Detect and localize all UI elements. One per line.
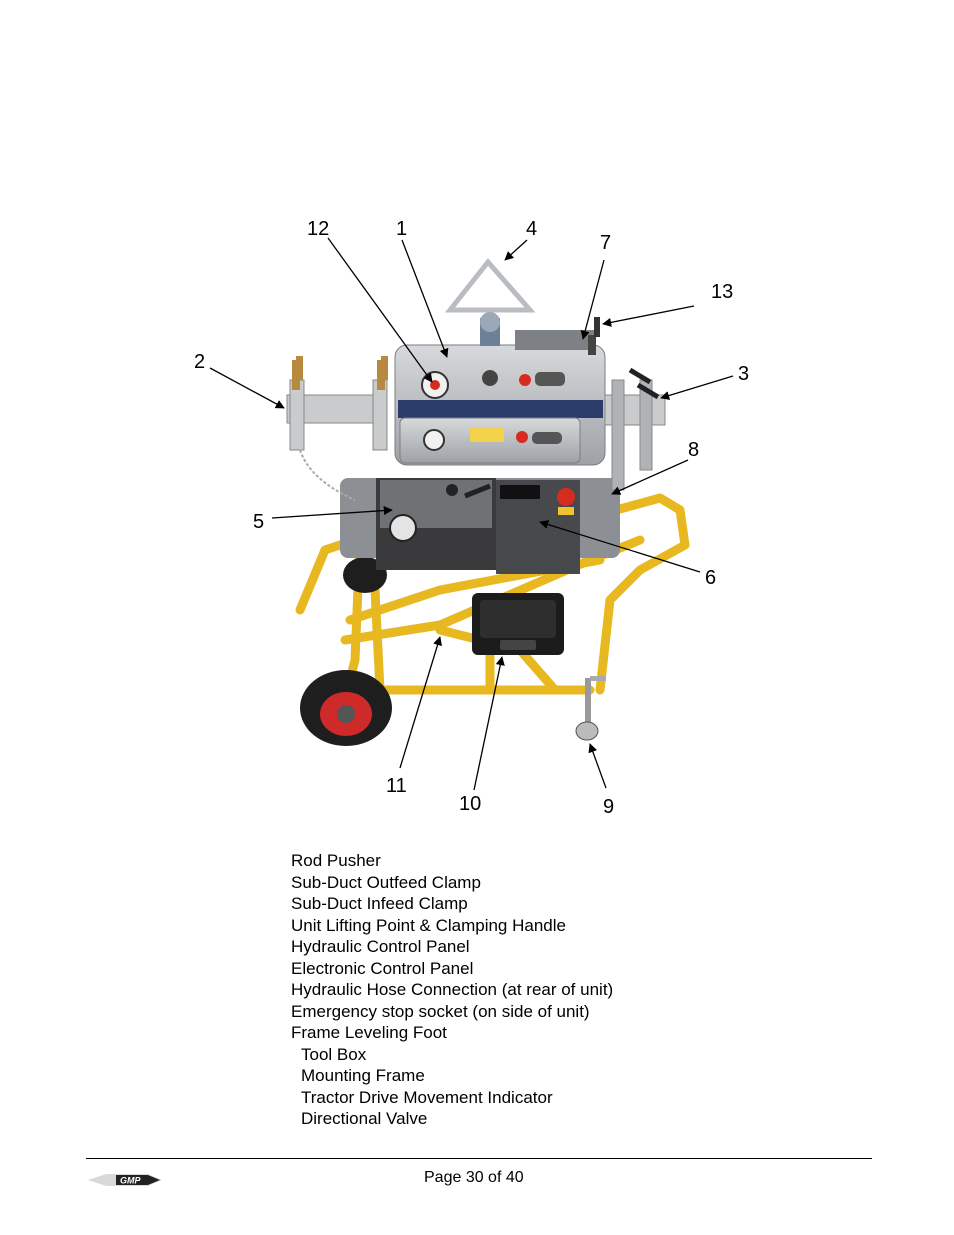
callout-11: 11 [386,775,407,797]
callout-4: 4 [526,218,538,240]
callout-7: 7 [600,232,612,254]
callout-9: 9 [603,796,615,818]
legend-item: Frame Leveling Foot [291,1023,447,1042]
base-unit [340,478,620,574]
callout-10: 10 [459,793,482,815]
callout-6: 6 [705,567,717,589]
legend-item: Tractor Drive Movement Indicator [301,1087,553,1107]
legend-item: Emergency stop socket (on side of unit) [291,1001,590,1021]
legend-item: Directional Valve [301,1109,428,1128]
legend-item: Unit Lifting Point & Clamping Handle [291,915,566,935]
legend-item: Sub-Duct Infeed Clamp [291,894,468,913]
callout-12: 12 [307,218,330,240]
leveling-foot [575,676,606,741]
legend-item: Tool Box [301,1044,367,1064]
callout-5: 5 [253,511,265,533]
legend-item: Sub-Duct Outfeed Clamp [291,872,481,892]
callout-13: 13 [711,281,734,303]
parts-legend: Rod Pusher Sub-Duct Outfeed Clamp Sub-Du… [291,850,613,1130]
legend-item: Rod Pusher [291,851,381,870]
tool-box [472,593,564,655]
footer-rule [86,1158,872,1159]
legend-item: Electronic Control Panel [291,958,474,978]
wheel [300,670,392,746]
callout-8: 8 [688,439,700,461]
rod-pusher-body [394,330,606,466]
logo-text: GMP [120,1176,141,1186]
page-number: Page 30 of 40 [424,1169,524,1186]
gmp-logo: GMP [88,1174,162,1186]
leader-lines [209,237,734,791]
legend-item: Hydraulic Control Panel [291,937,470,956]
legend-item: Mounting Frame [301,1066,425,1085]
lifting-handle [444,258,536,313]
callout-3: 3 [738,363,750,385]
outfeed-clamp [286,356,388,501]
callout-1: 1 [396,218,408,240]
legend-item: Hydraulic Hose Connection (at rear of un… [291,980,614,999]
callout-2: 2 [194,351,206,373]
infeed-clamp [604,367,666,491]
